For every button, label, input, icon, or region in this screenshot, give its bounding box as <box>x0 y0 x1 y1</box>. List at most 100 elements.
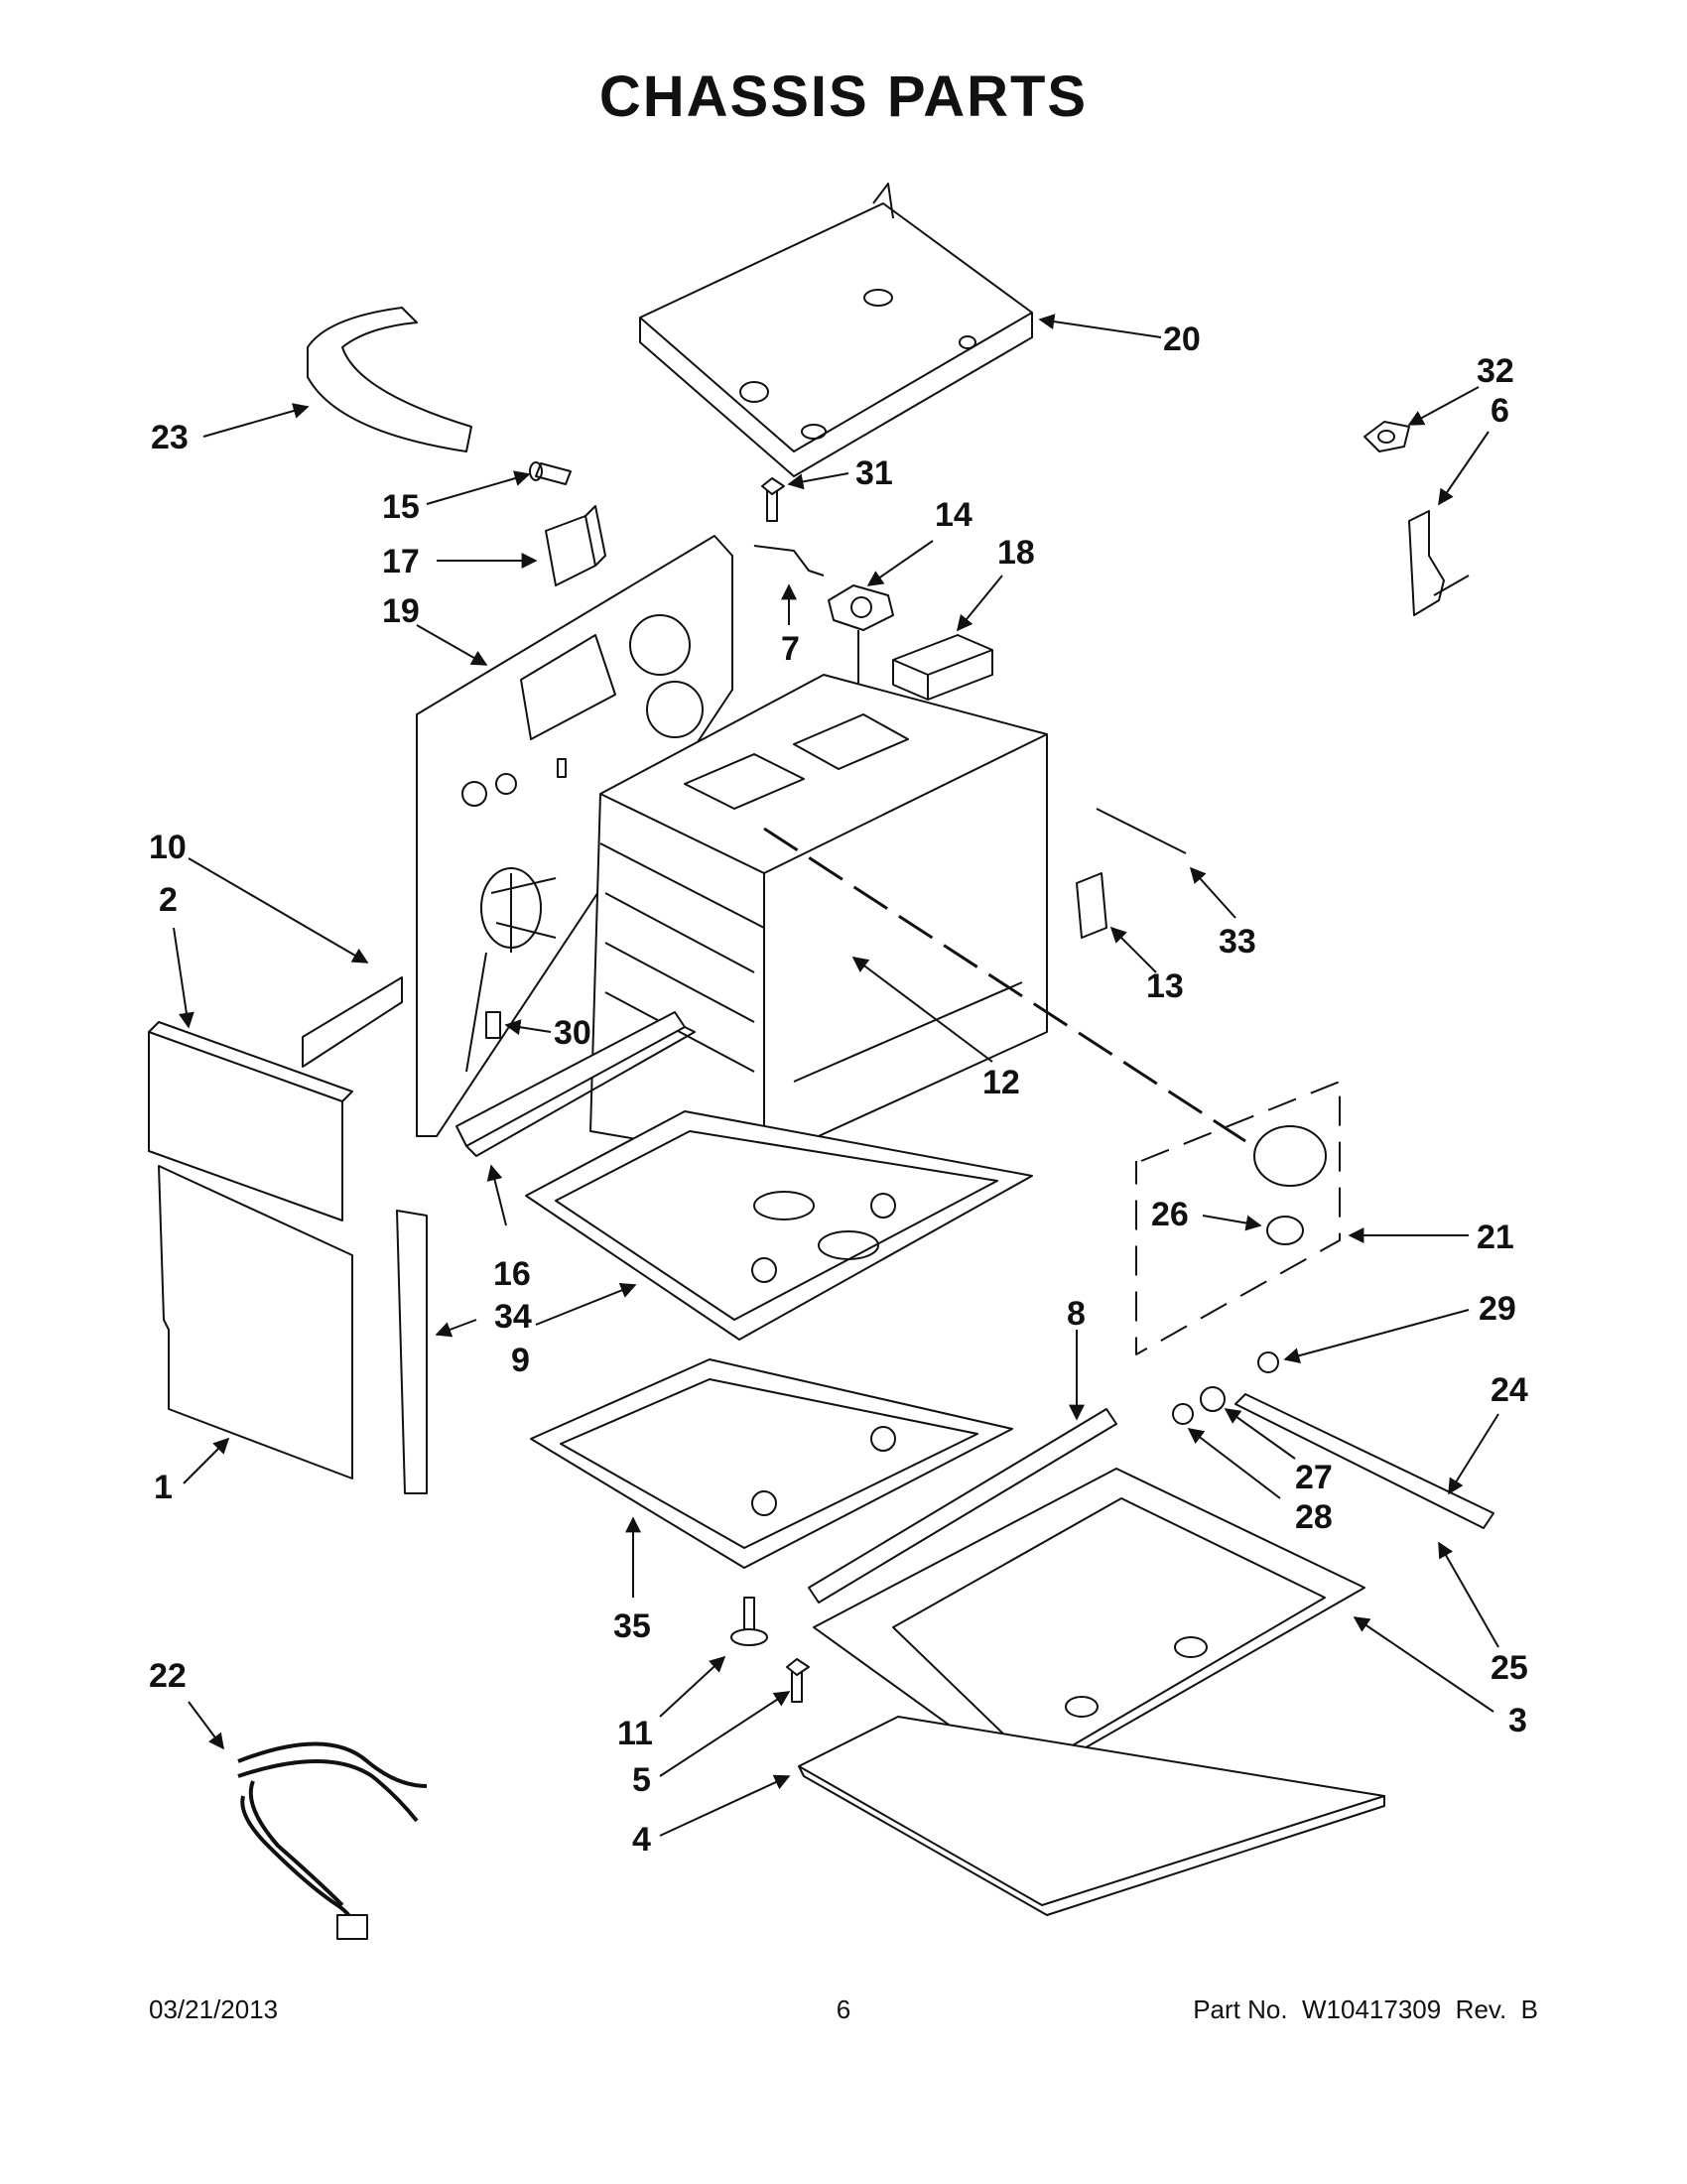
callout-12: 12 <box>982 1064 1020 1101</box>
leader-15 <box>426 470 531 505</box>
tray-9 <box>525 1110 1033 1341</box>
callout-26: 26 <box>1151 1196 1189 1233</box>
callout-17: 17 <box>382 543 420 580</box>
leader-6 <box>1438 431 1490 506</box>
leader-11 <box>659 1655 726 1718</box>
small-bracket <box>1363 421 1410 452</box>
strip-34 <box>396 1210 428 1494</box>
callout-23: 23 <box>151 419 189 456</box>
leader-1 <box>183 1437 230 1484</box>
tray-35 <box>530 1358 1013 1569</box>
bracket-16 <box>455 1011 696 1157</box>
leader-32 <box>1407 386 1480 426</box>
leader-3 <box>1353 1616 1494 1713</box>
vent-duct <box>307 307 472 452</box>
leader-18 <box>956 575 1003 632</box>
callout-18: 18 <box>997 534 1035 572</box>
leader-14 <box>866 540 934 586</box>
box-18 <box>892 634 993 701</box>
callout-8: 8 <box>1067 1295 1086 1333</box>
leader-22 <box>188 1701 224 1750</box>
callout-15: 15 <box>382 488 420 526</box>
callout-32: 32 <box>1477 352 1514 390</box>
callout-7: 7 <box>781 630 800 668</box>
leader-10 <box>188 857 369 964</box>
panel-2 <box>148 1021 353 1221</box>
callout-11: 11 <box>617 1715 653 1752</box>
callout-6: 6 <box>1491 392 1509 430</box>
rod-7 <box>753 545 825 577</box>
connector-30 <box>485 1011 501 1039</box>
leader-20 <box>1038 314 1162 338</box>
callout-13: 13 <box>1146 967 1184 1005</box>
panel-1 <box>158 1165 353 1479</box>
callout-9: 9 <box>511 1342 530 1379</box>
screw-31 <box>761 477 785 522</box>
callout-25: 25 <box>1491 1649 1528 1687</box>
strip-10 <box>302 976 403 1068</box>
page-title: CHASSIS PARTS <box>598 64 1089 129</box>
leader-24 <box>1448 1413 1499 1495</box>
convection-fan <box>465 867 557 1073</box>
leader-27 <box>1224 1408 1296 1460</box>
leader-34 <box>435 1319 477 1338</box>
leader-29 <box>1283 1309 1470 1363</box>
leader-25 <box>1438 1541 1499 1648</box>
leader-31 <box>787 472 849 490</box>
clip-13 <box>1076 872 1107 939</box>
callout-3: 3 <box>1508 1702 1527 1739</box>
callout-31: 31 <box>855 454 893 492</box>
screw-5 <box>786 1658 810 1703</box>
footer-part-number: Part No. W10417309 Rev. B <box>1193 1994 1538 2024</box>
bracket-17 <box>545 505 606 586</box>
leader-19 <box>416 624 488 666</box>
callout-16: 16 <box>493 1255 531 1293</box>
leader-5 <box>659 1691 791 1777</box>
oven-cavity <box>589 674 1048 1162</box>
callout-14: 14 <box>935 496 973 534</box>
leveling-leg-11 <box>730 1597 768 1646</box>
leader-16 <box>486 1164 507 1226</box>
top-plate <box>639 183 1033 477</box>
back-panel <box>416 535 733 1137</box>
leader-4 <box>659 1774 791 1837</box>
callout-21: 21 <box>1477 1219 1514 1256</box>
footer-date: 03/21/2013 <box>149 1994 279 2024</box>
leader-2 <box>173 927 195 1029</box>
light-assembly-box <box>1135 1081 1341 1355</box>
bottom-plate-4 <box>798 1716 1385 1916</box>
leader-9 <box>535 1282 637 1326</box>
callout-35: 35 <box>613 1607 651 1645</box>
callout-2: 2 <box>159 881 178 919</box>
callout-34: 34 <box>494 1298 532 1336</box>
alignment-line <box>763 827 1246 1143</box>
footer-page-number: 6 <box>836 1994 851 2024</box>
callout-28: 28 <box>1295 1498 1333 1536</box>
leader-26 <box>1202 1215 1262 1231</box>
leader-12 <box>851 957 993 1063</box>
strip-8 <box>808 1408 1117 1604</box>
leader-33 <box>1189 866 1236 919</box>
sensor-bracket <box>1408 510 1470 616</box>
wire-33 <box>1096 808 1187 854</box>
callout-27: 27 <box>1295 1459 1333 1496</box>
callout-24: 24 <box>1491 1371 1528 1409</box>
callout-29: 29 <box>1479 1290 1516 1328</box>
callout-22: 22 <box>149 1657 187 1695</box>
leader-28 <box>1187 1428 1281 1499</box>
callout-33: 33 <box>1219 923 1256 961</box>
power-cord-22 <box>237 1741 428 1940</box>
callout-30: 30 <box>554 1014 591 1052</box>
rail-24 <box>1172 1351 1494 1529</box>
leader-30 <box>504 1019 552 1036</box>
callout-19: 19 <box>382 592 420 630</box>
leader-13 <box>1109 926 1157 973</box>
callout-10: 10 <box>149 829 187 866</box>
callout-1: 1 <box>154 1469 173 1506</box>
callout-5: 5 <box>632 1761 651 1799</box>
leader-23 <box>202 403 310 438</box>
screw-15 <box>529 461 572 485</box>
bottom-pan-3 <box>813 1468 1365 1782</box>
callout-4: 4 <box>632 1821 651 1859</box>
